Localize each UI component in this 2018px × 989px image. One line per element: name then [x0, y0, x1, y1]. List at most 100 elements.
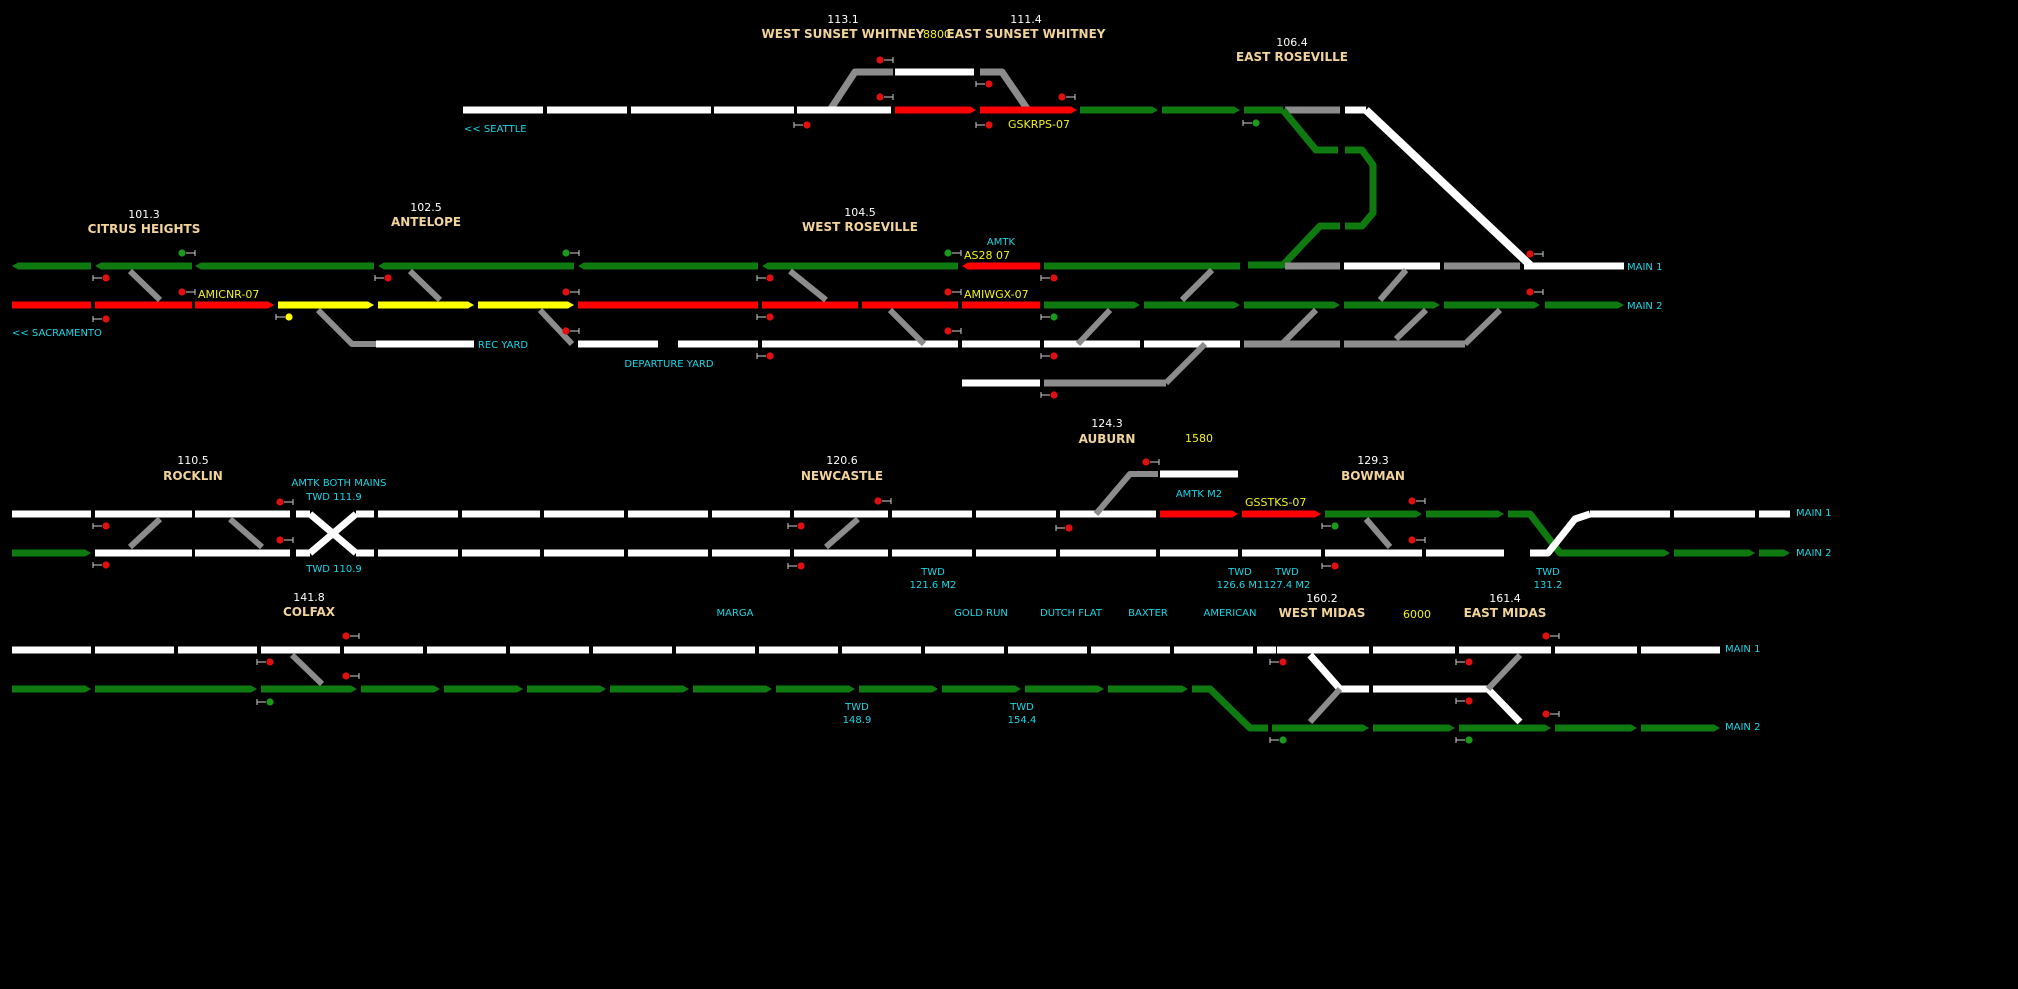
signal-head: [1279, 658, 1287, 666]
track-block: [962, 340, 1040, 348]
track-block: [862, 301, 958, 309]
track-block: [1641, 724, 1720, 732]
track-block: [95, 685, 257, 693]
switch-track: [1307, 652, 1369, 693]
amtk-m2-label: AMTK M2: [1175, 489, 1223, 500]
signal-head: [766, 274, 774, 282]
signal-head: [285, 313, 293, 321]
train-tag-as28[interactable]: AS28 07: [964, 249, 1010, 262]
track-block: [378, 510, 458, 518]
track-block: [378, 549, 458, 557]
signal-head: [276, 536, 284, 544]
track-block: [1325, 510, 1422, 518]
track-block: [1344, 262, 1440, 270]
track-block: [478, 301, 574, 309]
track-block: [95, 301, 192, 309]
track-block: [678, 340, 758, 348]
switch-track: [1530, 510, 1592, 557]
track-block: [1108, 685, 1188, 693]
track-block: [95, 646, 174, 654]
track-block: [1044, 379, 1166, 387]
track-block: [895, 106, 976, 114]
train-tag-1580[interactable]: 1580: [1185, 432, 1213, 445]
track-block: [762, 340, 958, 348]
track-block: [361, 685, 440, 693]
track-block: [925, 646, 1004, 654]
signal-head: [797, 562, 805, 570]
signal-head: [1526, 250, 1534, 258]
signal-head: [562, 249, 570, 257]
seattle-direction-label: << SEATTLE: [464, 124, 527, 135]
signal-head: [944, 327, 952, 335]
track-block: [1373, 685, 1455, 693]
train-tag-gsstks[interactable]: GSSTKS-07: [1245, 496, 1307, 509]
track-block: [628, 549, 708, 557]
train-tag-amiwgx[interactable]: AMIWGX-07: [964, 288, 1029, 301]
track-block: [1060, 510, 1156, 518]
track-block: [1426, 549, 1504, 557]
signal-head: [562, 288, 570, 296]
track-block: [1160, 510, 1238, 518]
milepost-label: 104.5: [844, 206, 876, 219]
train-tag-gskrps[interactable]: GSKRPS-07: [1008, 118, 1070, 131]
track-block: [1444, 301, 1540, 309]
train-tag-8800[interactable]: 8800: [923, 28, 951, 41]
rec-yard-label: REC YARD: [477, 340, 529, 351]
switch-track: [1462, 307, 1503, 347]
signal-head: [1465, 736, 1473, 744]
switch-track: [1280, 107, 1338, 154]
signal-head: [562, 327, 570, 335]
track-block: [444, 685, 523, 693]
track-block: [892, 549, 972, 557]
track-block: [195, 301, 274, 309]
track-block: [980, 106, 1077, 114]
amtk-both-mains-label: AMTK BOTH MAINS: [291, 478, 387, 489]
station-citrus-heights: CITRUS HEIGHTS: [87, 222, 201, 236]
track-block: [1008, 646, 1087, 654]
track-block: [12, 646, 91, 654]
signal-head: [985, 80, 993, 88]
signal-head: [803, 121, 811, 129]
signal-head: [1050, 391, 1058, 399]
main2-label: MAIN 2: [1725, 722, 1761, 733]
switch-track: [1363, 517, 1393, 549]
milepost-label: 106.4: [1276, 36, 1308, 49]
gold-run-label: GOLD RUN: [954, 608, 1008, 619]
milepost-label: 111.4: [1010, 13, 1042, 26]
track-block: [1162, 106, 1240, 114]
station-colfax: COLFAX: [282, 605, 336, 619]
milepost-label: 102.5: [410, 201, 442, 214]
station-bowman: BOWMAN: [1341, 469, 1405, 483]
switch-track: [1377, 268, 1409, 302]
track-block: [1144, 301, 1240, 309]
signal-head: [1542, 632, 1550, 640]
track-block: [1590, 510, 1670, 518]
twd-131-2-label: 131.2: [1533, 580, 1563, 591]
track-block: [1285, 262, 1340, 270]
marga-label: MARGA: [716, 608, 754, 619]
track-block: [1459, 724, 1551, 732]
signal-head: [266, 698, 274, 706]
track-block: [278, 301, 374, 309]
track-block: [578, 340, 658, 348]
track-block: [1674, 549, 1755, 557]
milepost-label: 120.6: [826, 454, 858, 467]
track-block: [892, 510, 972, 518]
signal-head: [1408, 497, 1416, 505]
train-tag-6000[interactable]: 6000: [1403, 608, 1431, 621]
track-block: [1044, 340, 1140, 348]
signal-head: [266, 658, 274, 666]
track-block: [1444, 262, 1520, 270]
track-block: [1044, 301, 1140, 309]
track-block: [714, 106, 794, 114]
track-block: [693, 685, 772, 693]
switch-track: [1508, 510, 1590, 557]
switch-track: [980, 68, 1031, 112]
station-west-roseville: WEST ROSEVILLE: [802, 220, 918, 234]
main2-label: MAIN 2: [1627, 301, 1663, 312]
signal-head: [1050, 313, 1058, 321]
train-tag-amicnr[interactable]: AMICNR-07: [198, 288, 260, 301]
track-block: [1344, 301, 1440, 309]
signal-head: [766, 313, 774, 321]
switch-track: [1279, 307, 1319, 347]
